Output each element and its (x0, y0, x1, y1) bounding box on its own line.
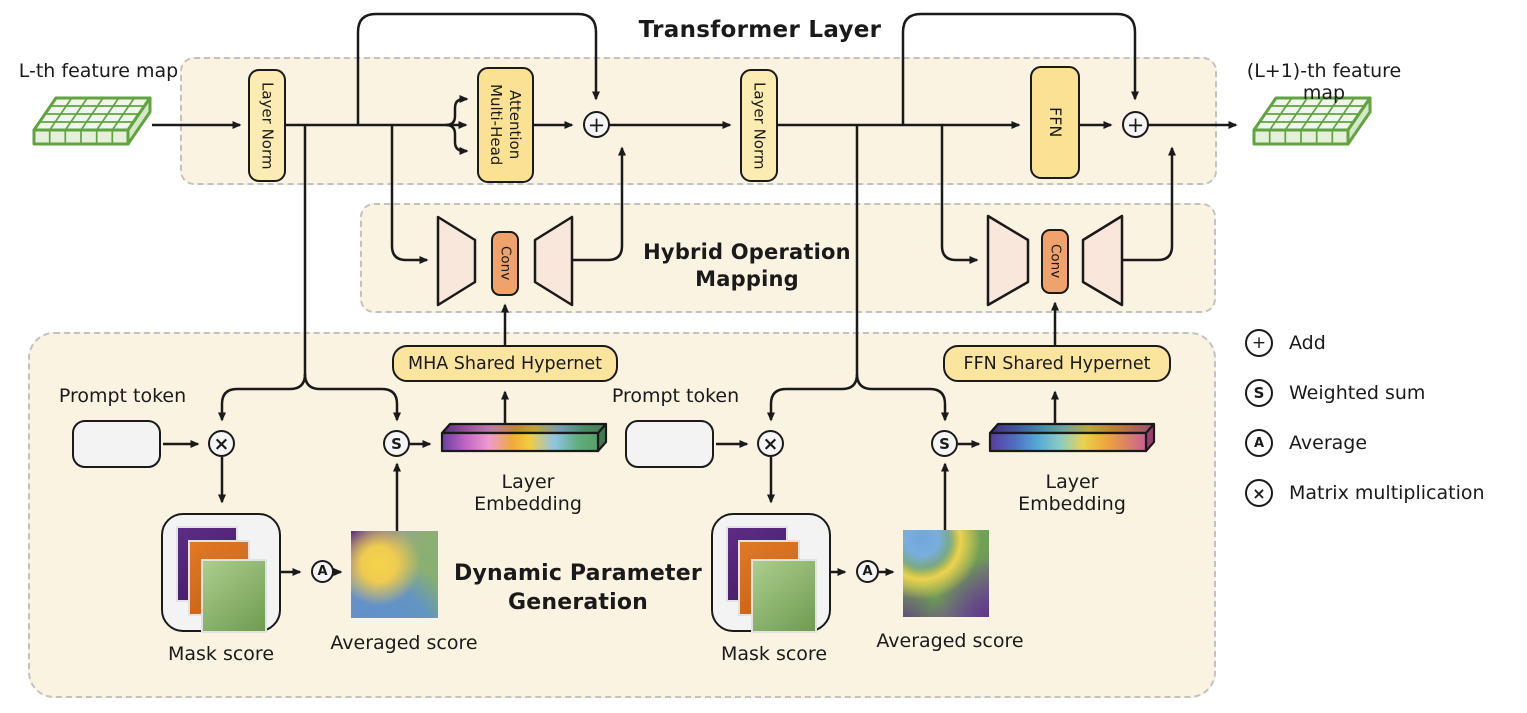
ffn-box: FFN (1030, 66, 1080, 179)
legend-label: Matrix multiplication (1289, 482, 1485, 504)
weighted-sum-symbol: S (939, 434, 950, 453)
add-symbol: + (587, 112, 606, 137)
average-symbol: A (317, 564, 328, 579)
legend-label: Average (1289, 432, 1368, 454)
legend-label: Weighted sum (1289, 382, 1426, 404)
matmul-circle-mha: × (208, 430, 235, 457)
average-circle-ffn: A (856, 560, 879, 583)
hybrid-operation-mapping-title: Hybrid Operation Mapping (643, 240, 851, 292)
matrix-multiplication-icon: × (1245, 479, 1273, 507)
legend-label: Add (1289, 332, 1326, 354)
mask-score-box-mha (161, 513, 281, 633)
average-circle-mha: A (311, 560, 334, 583)
dpg-left-branch-sum (303, 373, 401, 422)
add-icon: + (1245, 329, 1273, 357)
skip-connection-ffn (901, 12, 1139, 125)
figure-title: Transformer Layer (638, 17, 882, 43)
dpg-left-branch-matmul (218, 373, 307, 422)
legend-item-matrix-multiplication: × Matrix multiplication (1245, 479, 1485, 507)
qkv-arrow-bottom (445, 123, 469, 155)
add-circle-ffn: + (1122, 111, 1149, 138)
legend-item-weighted-sum: S Weighted sum (1245, 379, 1425, 407)
conv-label-mha: Conv (497, 246, 514, 281)
ffn-shared-hypernet-label: FFN Shared Hypernet (963, 353, 1151, 374)
weighted-sum-symbol: S (391, 434, 402, 453)
prompt-token-label-mha: Prompt token (58, 385, 187, 407)
matmul-symbol: × (213, 432, 230, 455)
weighted-sum-circle-mha: S (383, 430, 410, 457)
output-feature-map-label: (L+1)-th feature map (1246, 60, 1402, 104)
conv-label-ffn: Conv (1047, 244, 1064, 279)
legend-item-add: + Add (1245, 329, 1326, 357)
layer-embedding-bar-mha (440, 422, 608, 453)
mha-shared-hypernet-box: MHA Shared Hypernet (392, 345, 618, 382)
dpg-right-branch-matmul (767, 373, 859, 422)
average-symbol: A (862, 564, 873, 579)
layer-norm-2-box: Layer Norm (740, 69, 778, 182)
mask-layer-green (751, 559, 817, 633)
average-icon: A (1245, 429, 1273, 457)
weighted-sum-icon: S (1245, 379, 1273, 407)
up-projection-trapezoid-ffn (1081, 214, 1124, 307)
ffn-shared-hypernet-box: FFN Shared Hypernet (943, 345, 1171, 382)
averaged-score-image-ffn (903, 530, 989, 617)
conv-right-output (1122, 146, 1176, 262)
prompt-token-box-ffn (625, 420, 714, 468)
drop-to-conv-right (940, 125, 979, 264)
matmul-circle-ffn: × (757, 430, 784, 457)
layer-norm-2-label: Layer Norm (750, 81, 769, 170)
layer-norm-1-box: Layer Norm (248, 69, 286, 182)
prompt-token-box-mha (72, 420, 161, 468)
conv-box-mha: Conv (491, 231, 519, 296)
mask-score-box-ffn (711, 513, 831, 633)
averaged-score-label-mha: Averaged score (330, 632, 478, 654)
prompt-token-label-ffn: Prompt token (611, 385, 740, 407)
legend-item-average: A Average (1245, 429, 1367, 457)
averaged-score-image-mha (351, 531, 438, 618)
qkv-arrow-top (445, 95, 469, 127)
multi-head-attention-box: Multi-Head Attention (477, 67, 534, 183)
multi-head-attention-label: Multi-Head Attention (487, 84, 524, 166)
input-feature-map-label: L-th feature map (18, 60, 179, 82)
conv-box-ffn: Conv (1041, 229, 1069, 294)
add-circle-mha: + (583, 111, 610, 138)
conv-left-output (572, 146, 626, 262)
mask-score-label-mha: Mask score (167, 643, 275, 665)
mask-layer-green (201, 559, 267, 633)
down-projection-trapezoid-ffn (986, 214, 1030, 307)
dpg-right-branch-sum (855, 373, 949, 422)
averaged-score-label-ffn: Averaged score (876, 630, 1024, 652)
weighted-sum-circle-ffn: S (931, 430, 958, 457)
down-projection-trapezoid-mha (436, 215, 477, 307)
up-projection-trapezoid-mha (533, 215, 574, 307)
layer-embedding-label-mha: Layer Embedding (474, 471, 582, 515)
layer-embedding-bar-ffn (988, 422, 1156, 453)
output-feature-map-icon (1252, 96, 1372, 146)
mha-shared-hypernet-label: MHA Shared Hypernet (408, 353, 602, 374)
skip-connection-mha (356, 12, 600, 125)
dynamic-parameter-generation-title: Dynamic Parameter Generation (454, 561, 702, 615)
layer-embedding-label-ffn: Layer Embedding (1018, 471, 1126, 515)
matmul-symbol: × (762, 432, 779, 455)
add-symbol: + (1126, 112, 1145, 137)
layer-norm-1-label: Layer Norm (258, 81, 277, 170)
mask-score-label-ffn: Mask score (720, 643, 828, 665)
input-feature-map-icon (32, 96, 152, 146)
drop-to-conv-left (390, 125, 429, 264)
ffn-label: FFN (1046, 107, 1065, 138)
